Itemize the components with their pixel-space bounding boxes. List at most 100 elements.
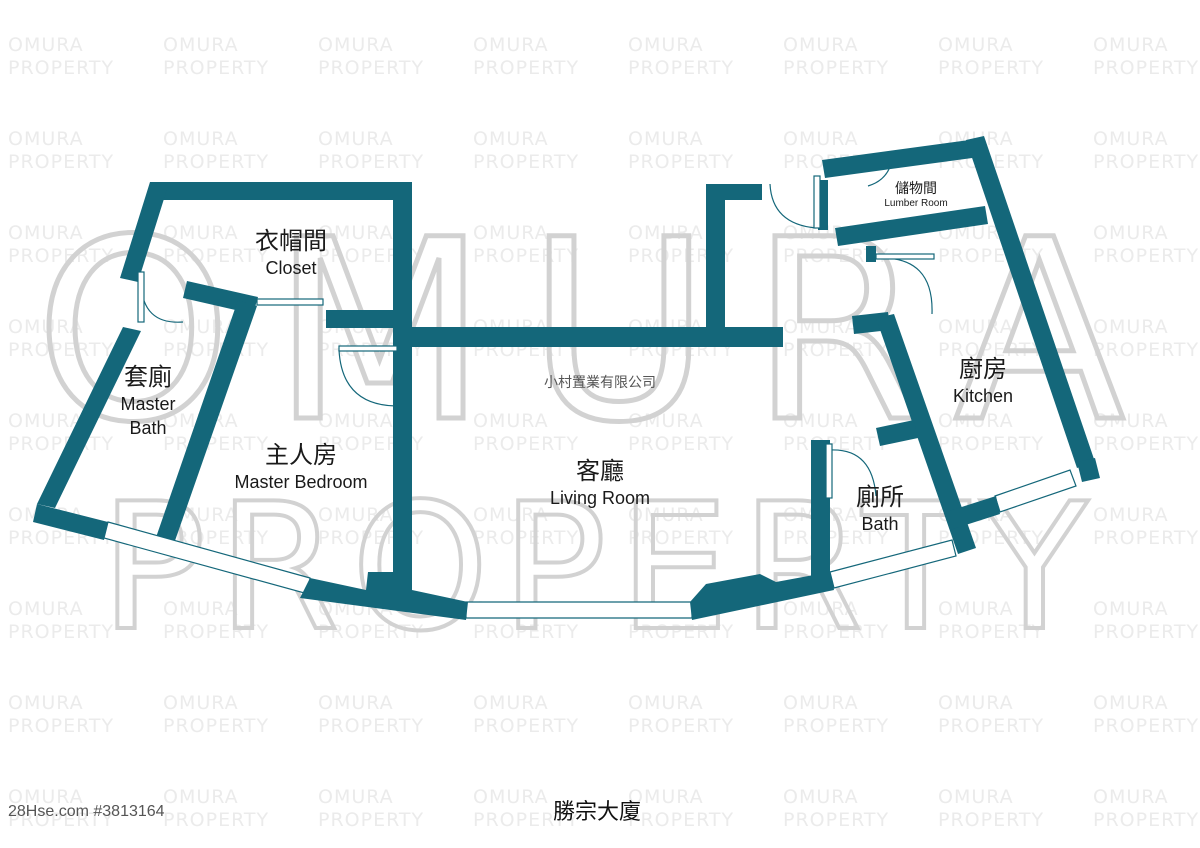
wall: [33, 504, 108, 540]
company-name: 小村置業有限公司: [544, 375, 656, 391]
living-room-en: Living Room: [549, 488, 651, 508]
bath-label: 廁所 Bath: [856, 482, 904, 536]
door-leaf: [875, 253, 935, 260]
wall: [818, 180, 828, 230]
door-swing: [877, 257, 933, 315]
closet-zh: 衣帽間: [255, 227, 327, 255]
closet-label: 衣帽間 Closet: [255, 226, 327, 280]
door-swing: [338, 349, 397, 407]
door-leaf: [813, 175, 821, 229]
window: [829, 539, 957, 589]
wall: [300, 572, 468, 620]
door-leaf: [137, 271, 145, 323]
master-bedroom-en: Master Bedroom: [234, 472, 368, 492]
kitchen-label: 廚房 Kitchen: [953, 354, 1013, 408]
kitchen-en: Kitchen: [952, 386, 1014, 406]
closet-en: Closet: [265, 258, 317, 278]
door-leaf: [338, 345, 398, 352]
listing-reference: 28Hse.com #3813164: [8, 803, 165, 820]
living-room-label: 客廳 Living Room: [550, 456, 650, 510]
door-swing: [829, 449, 877, 497]
building-name: 勝宗大廈: [552, 800, 642, 825]
master-bath-en-1: Master: [120, 394, 176, 414]
wall: [150, 182, 412, 200]
wall: [393, 327, 783, 347]
wall: [946, 496, 1000, 530]
window: [103, 521, 311, 595]
wall: [393, 408, 412, 603]
wall: [876, 314, 976, 554]
wall: [1077, 458, 1100, 482]
wall: [706, 184, 762, 200]
wall: [690, 572, 834, 620]
master-bath-zh: 套廁: [123, 363, 172, 391]
window: [994, 469, 1077, 513]
master-bath-en-2: Bath: [129, 418, 167, 438]
wall: [120, 182, 168, 282]
door-swing: [140, 281, 184, 323]
closet-opening: [256, 298, 324, 306]
wall: [966, 136, 1095, 468]
bath-en: Bath: [861, 514, 899, 534]
door-swing: [769, 183, 817, 229]
lumber-room-en: Lumber Room: [884, 198, 948, 209]
wall: [326, 310, 396, 328]
wall: [876, 420, 918, 446]
wall: [822, 138, 987, 178]
wall: [835, 206, 988, 246]
kitchen-zh: 廚房: [958, 355, 1007, 383]
wall: [152, 300, 257, 555]
wall: [811, 440, 830, 585]
master-bedroom-zh: 主人房: [265, 441, 337, 469]
window: [465, 601, 693, 619]
door-leaf: [825, 443, 833, 499]
